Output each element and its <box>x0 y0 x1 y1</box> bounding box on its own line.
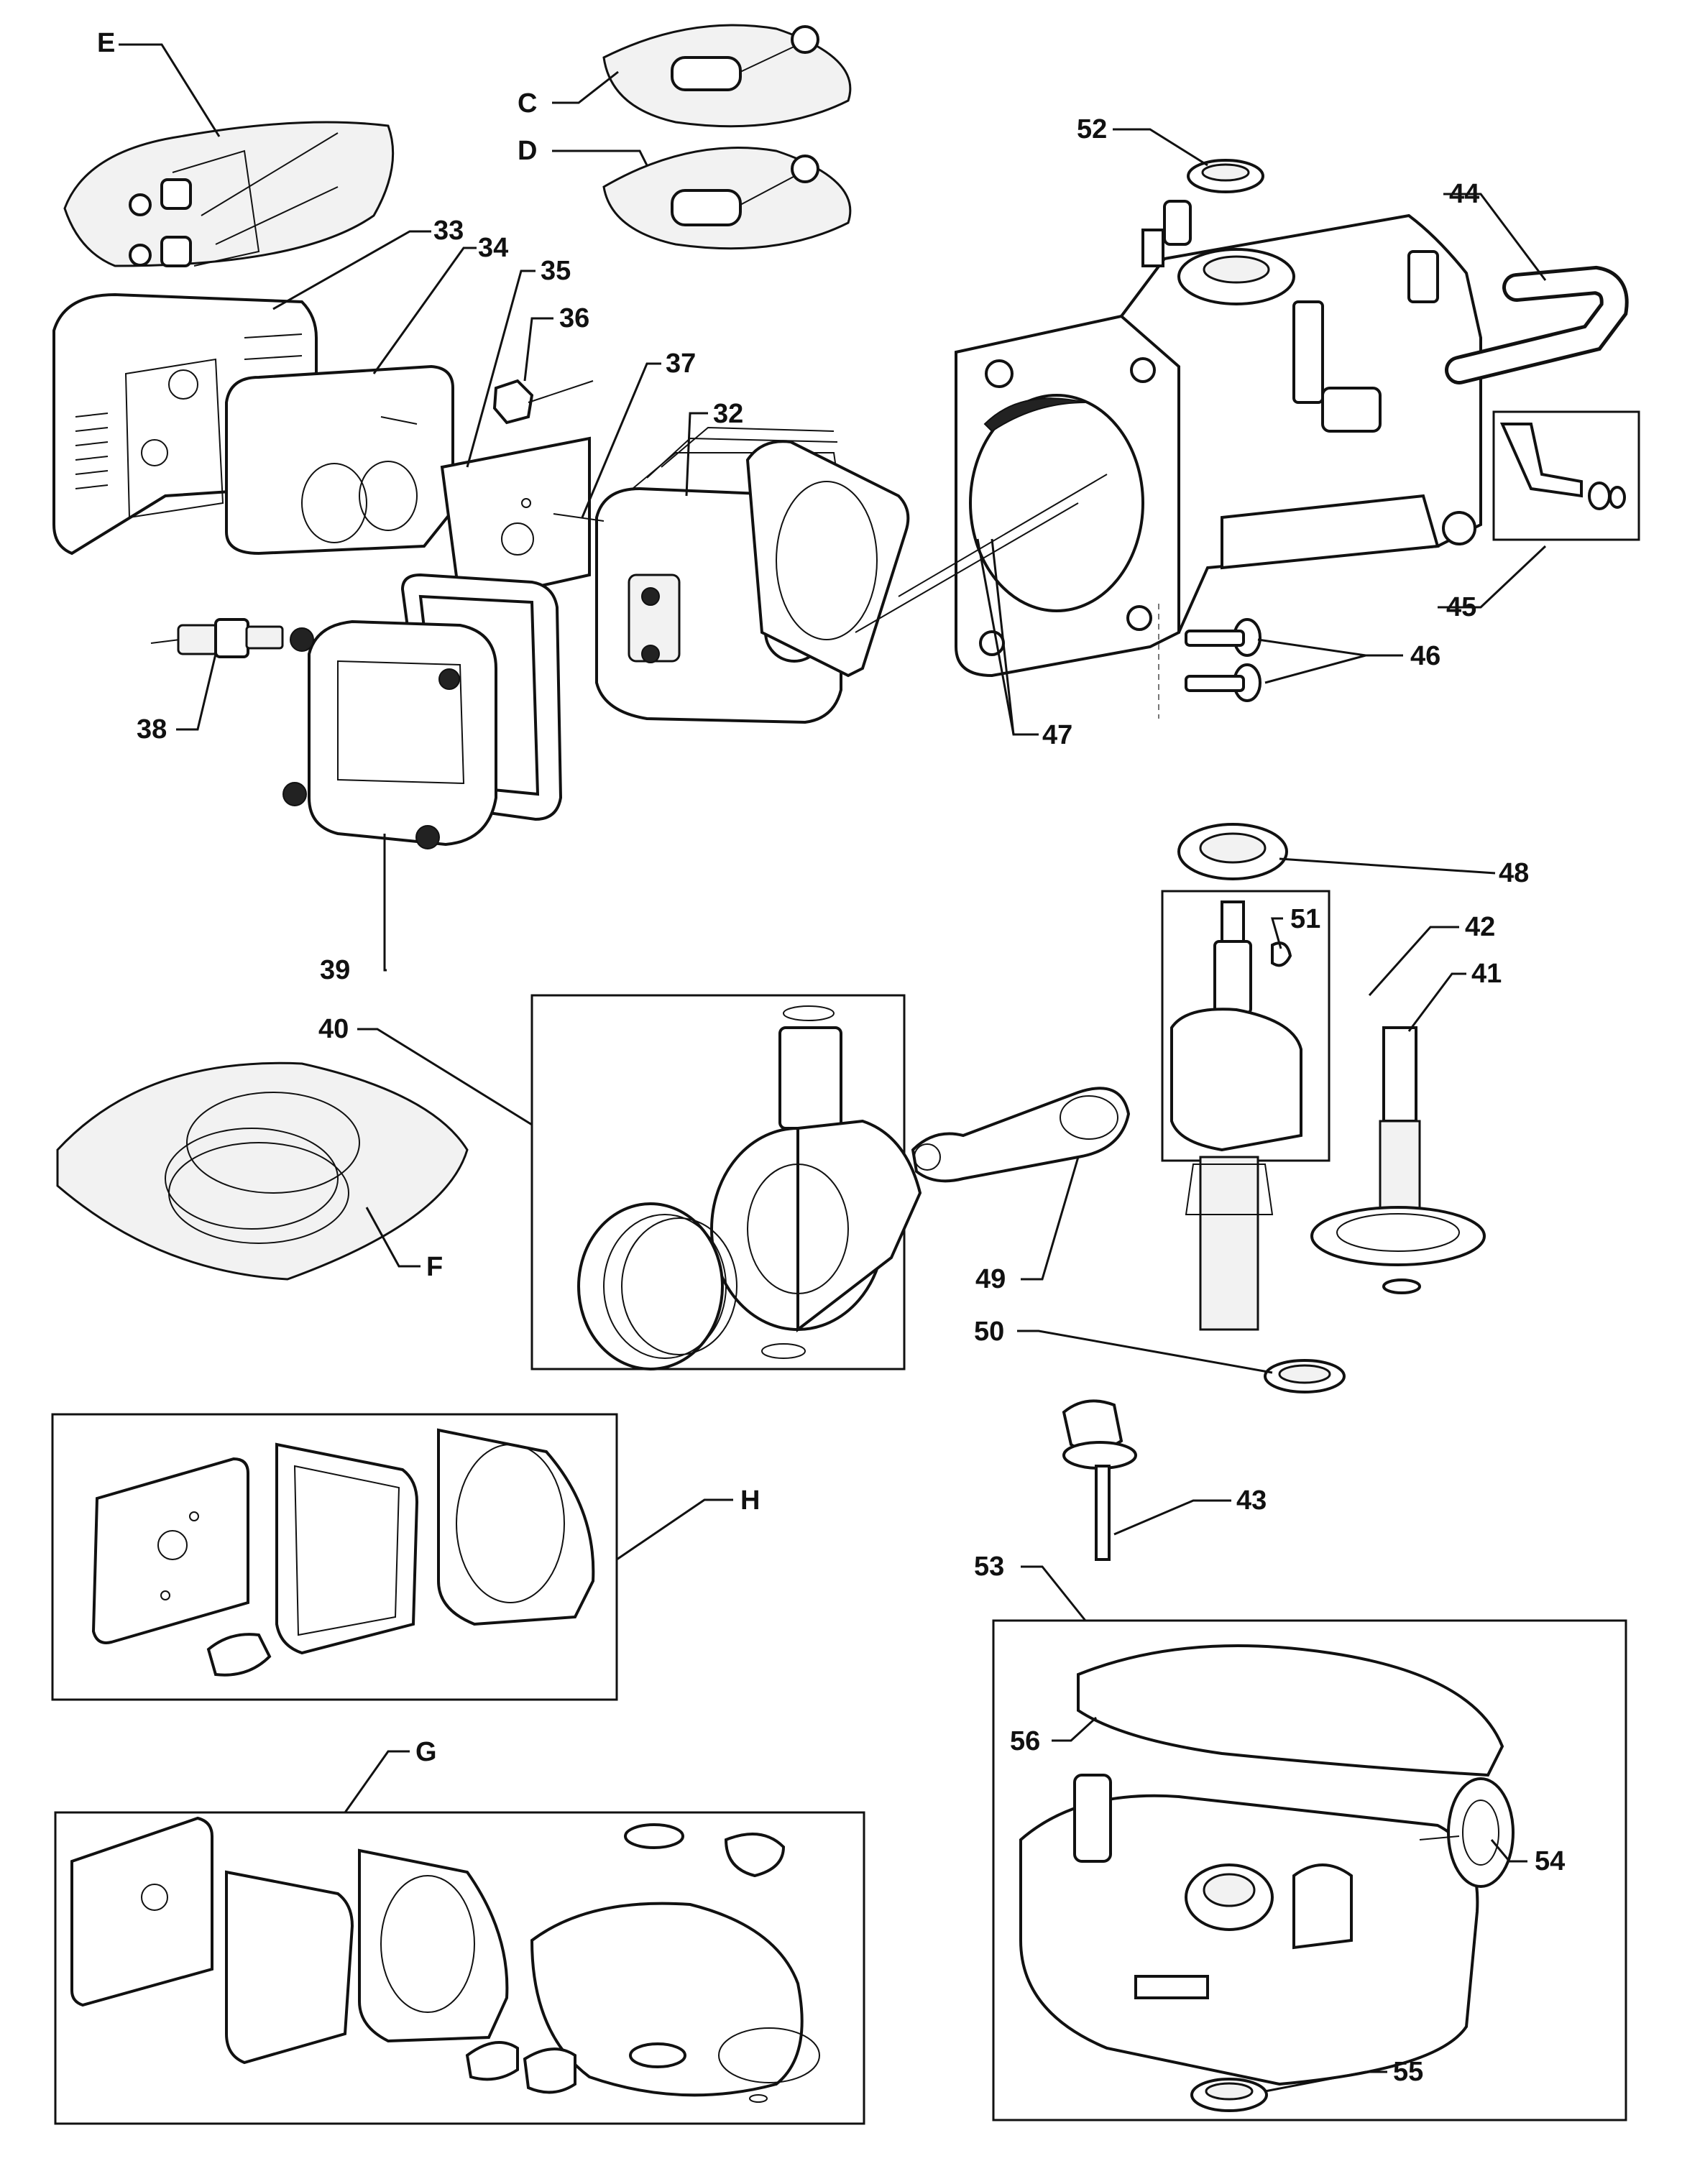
label-54: 54 <box>1535 1846 1565 1876</box>
dipstick <box>1062 1399 1137 1561</box>
muffler-stud <box>380 416 418 425</box>
label-46: 46 <box>1410 641 1440 671</box>
crankshaft <box>1170 900 1302 1331</box>
governor-gear <box>1419 1777 1515 1888</box>
label-E: E <box>97 28 115 58</box>
label-52: 52 <box>1077 114 1107 144</box>
label-42: 42 <box>1465 912 1495 942</box>
label-34: 34 <box>478 233 508 263</box>
label-35: 35 <box>541 256 571 286</box>
label-37: 37 <box>666 349 696 379</box>
label-51: 51 <box>1290 904 1320 934</box>
piston-kit <box>577 1005 922 1370</box>
label-48: 48 <box>1499 858 1529 888</box>
label-36: 36 <box>559 303 589 333</box>
label-44: 44 <box>1449 179 1479 209</box>
valve-kit-bag-c <box>602 24 852 128</box>
label-38: 38 <box>137 714 167 745</box>
dowel-pins <box>1185 618 1262 702</box>
label-H: H <box>740 1485 760 1516</box>
crankcase-cover-box <box>992 1619 1627 2121</box>
camshaft <box>1310 1026 1486 1294</box>
callout-labels: E C D 52 44 33 34 35 36 37 32 45 46 47 3… <box>97 28 1565 2087</box>
breather-tube <box>1445 265 1629 384</box>
label-D: D <box>518 136 537 166</box>
label-56: 56 <box>1010 1726 1040 1756</box>
leader-lines <box>119 43 1547 2093</box>
choke-lever <box>1499 423 1626 510</box>
gasket-kit-h <box>91 1428 595 1677</box>
gasket-kit-h-box <box>51 1413 618 1701</box>
label-F: F <box>426 1252 443 1282</box>
label-43: 43 <box>1236 1485 1267 1516</box>
label-33: 33 <box>433 216 464 246</box>
label-55: 55 <box>1393 2057 1423 2087</box>
label-49: 49 <box>975 1264 1006 1294</box>
muffler <box>225 364 454 556</box>
label-45: 45 <box>1446 592 1476 622</box>
label-50: 50 <box>974 1317 1004 1347</box>
label-39: 39 <box>320 955 350 985</box>
bolt-kit-bag-e <box>63 121 395 267</box>
valve-kit-bag-d <box>602 147 852 250</box>
spark-plug <box>150 618 284 658</box>
head-gasket <box>745 440 910 678</box>
engine-block <box>855 200 1482 719</box>
crank-washer <box>1264 1359 1346 1393</box>
label-41: 41 <box>1471 959 1502 989</box>
gasket-kit-g <box>70 1816 820 2103</box>
label-47: 47 <box>1042 720 1072 750</box>
bottom-oil-seal <box>1190 2078 1268 2112</box>
stud-bolt <box>553 513 605 522</box>
label-C: C <box>518 88 537 119</box>
label-G: G <box>415 1737 437 1767</box>
muffler-bolt <box>492 379 594 425</box>
muffler-gasket <box>440 436 591 606</box>
top-oil-seal <box>1187 159 1264 193</box>
label-53: 53 <box>974 1552 1004 1582</box>
gasket-kit-g-box <box>54 1811 865 2125</box>
choke-lever-box <box>1492 410 1640 541</box>
piston-rings-bag <box>56 1061 469 1281</box>
connecting-rod <box>911 1087 1131 1183</box>
main-bearing <box>1177 823 1288 880</box>
label-40: 40 <box>318 1014 349 1044</box>
valve-cover <box>282 619 497 849</box>
label-32: 32 <box>713 399 743 429</box>
crankcase-cover <box>1019 1644 1504 2086</box>
